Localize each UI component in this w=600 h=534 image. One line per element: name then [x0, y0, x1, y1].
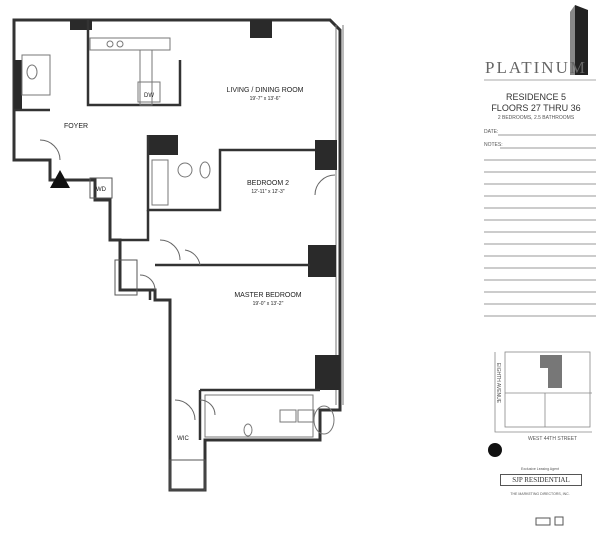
- avenue-label: EIGHTH AVENUE: [495, 362, 502, 404]
- floors-range: FLOORS 27 THRU 36: [491, 103, 581, 113]
- windows: [335, 25, 344, 405]
- bathroom-2: [151, 159, 211, 206]
- foyer-label: FOYER: [64, 123, 88, 130]
- sjp-logo: SJP RESIDENTIAL: [500, 474, 582, 486]
- brand-name: PLATINUM: [485, 58, 587, 77]
- key-plan: [494, 351, 592, 433]
- structural-columns: [14, 20, 340, 390]
- doors: [39, 139, 336, 421]
- notes-lines: [484, 134, 596, 317]
- agent-label: Exclusive Leasing Agent: [521, 467, 559, 471]
- date-label: DATE:: [484, 129, 499, 135]
- residence-title: RESIDENCE 5: [505, 92, 567, 102]
- north-arrow-icon: [488, 443, 502, 457]
- platinum-tower-logo: [570, 5, 588, 75]
- powder-room: [21, 54, 51, 96]
- entry-arrow-icon: [50, 170, 70, 188]
- living-room-size: 19'-7" x 13'-6": [250, 96, 281, 102]
- master-bedroom-label: MASTER BEDROOM: [234, 292, 301, 299]
- living-room-label: LIVING / DINING ROOM: [226, 87, 303, 94]
- marketing-label: THE MARKETING DIRECTORS, INC.: [510, 492, 570, 496]
- notes-label: NOTES:: [484, 142, 503, 148]
- keyplan-unit-highlight: [540, 355, 562, 388]
- realty-logo: [535, 517, 551, 526]
- master-bedroom-size: 19'-0" x 13'-2": [253, 301, 284, 307]
- wic-label: WIC: [177, 436, 189, 442]
- bedroom2-label: BEDROOM 2: [247, 180, 289, 187]
- equal-housing-icon: [554, 516, 564, 526]
- interior-walls: [14, 20, 320, 440]
- dw-label: DW: [144, 93, 154, 99]
- street-label: WEST 44TH STREET: [528, 436, 578, 442]
- kitchen: [89, 37, 171, 106]
- bed-bath-count: 2 BEDROOMS, 2.5 BATHROOMS: [497, 115, 575, 121]
- outer-walls: [12, 18, 342, 492]
- master-bathroom: [204, 394, 335, 438]
- wd-label: WD: [96, 187, 107, 193]
- bedroom2-size: 12'-11" x 12'-3": [251, 189, 284, 195]
- closets: [89, 177, 206, 491]
